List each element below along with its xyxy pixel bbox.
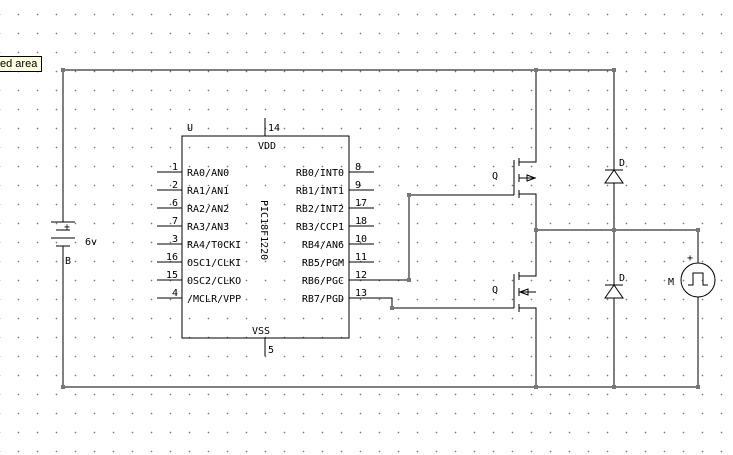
pin-name: OSC1/CLKI	[187, 258, 241, 269]
pin-number: 4	[172, 288, 178, 299]
chip-name: PIC18F1220	[258, 200, 269, 260]
pin-number: 18	[355, 216, 367, 227]
pin-name: RB0/INT0	[296, 168, 344, 179]
pin-name: RA1/AN1	[187, 186, 229, 197]
pin-number: 1	[172, 162, 178, 173]
pin-name: RB7/PGD	[302, 294, 344, 305]
pin-number: 11	[355, 252, 367, 263]
pin-number: 13	[355, 288, 367, 299]
motor[interactable]: + M	[536, 229, 716, 387]
gate-wires[interactable]	[349, 194, 514, 309]
pin-name: RB5/PGM	[302, 258, 344, 269]
motor-icon	[688, 272, 708, 286]
pin-name: RA2/AN2	[187, 204, 229, 215]
pic-microcontroller[interactable]: U 14 VDD VSS 5 PIC18F1220 1RA0/AN02RA1/A…	[157, 118, 374, 356]
pin-name: RB2/INT2	[296, 204, 344, 215]
vdd-label: VDD	[258, 141, 276, 152]
pin-number: 6	[172, 198, 178, 209]
pin-number: 12	[355, 270, 367, 281]
pin-number: 10	[355, 234, 367, 245]
motor-ref: M	[668, 277, 674, 288]
mosfet-top-ref: Q	[492, 171, 498, 182]
power-rails[interactable]	[63, 69, 698, 388]
pin-number: 9	[355, 180, 361, 191]
pin-number: 3	[172, 234, 178, 245]
tooltip: ed area	[0, 56, 43, 72]
battery-plus-sign: +	[64, 222, 70, 233]
mosfet-bottom-ref: Q	[492, 285, 498, 296]
junction-dots	[61, 68, 700, 389]
pin-name: /MCLR/VPP	[187, 294, 241, 305]
battery[interactable]: + 6v B	[51, 70, 97, 387]
vss-label: VSS	[252, 326, 270, 337]
pin-name: RA0/AN0	[187, 168, 229, 179]
diode-top[interactable]: D	[604, 70, 625, 230]
pin-number: 8	[355, 162, 361, 173]
pin-name: RA3/AN3	[187, 222, 229, 233]
diode-bottom[interactable]: D	[604, 230, 625, 387]
vss-pin-number: 5	[268, 345, 274, 356]
pin-number: 17	[355, 198, 367, 209]
pin-name: OSC2/CLKO	[187, 276, 241, 287]
pin-name: RB3/CCP1	[296, 222, 344, 233]
pin-name: RA4/T0CKI	[187, 240, 241, 251]
mosfet-top[interactable]: Q	[492, 70, 537, 230]
pin-number: 15	[166, 270, 178, 281]
pin-number: 7	[172, 216, 178, 227]
battery-ref: B	[65, 256, 71, 267]
diode-top-ref: D	[619, 158, 625, 169]
motor-plus-sign: +	[687, 253, 693, 264]
chip-ref: U	[187, 123, 193, 134]
chip-pin-left-8[interactable]: 4/MCLR/VPP	[157, 288, 241, 305]
pin-name: RB1/INT1	[296, 186, 344, 197]
pin-name: RB6/PGC	[302, 276, 344, 287]
mosfet-bottom[interactable]: Q	[492, 230, 537, 387]
battery-value: 6v	[85, 237, 97, 248]
pin-name: RB4/AN6	[302, 240, 344, 251]
pin-number: 2	[172, 180, 178, 191]
pin-number: 16	[166, 252, 178, 263]
diode-bottom-ref: D	[619, 273, 625, 284]
vdd-pin-number: 14	[268, 123, 280, 134]
